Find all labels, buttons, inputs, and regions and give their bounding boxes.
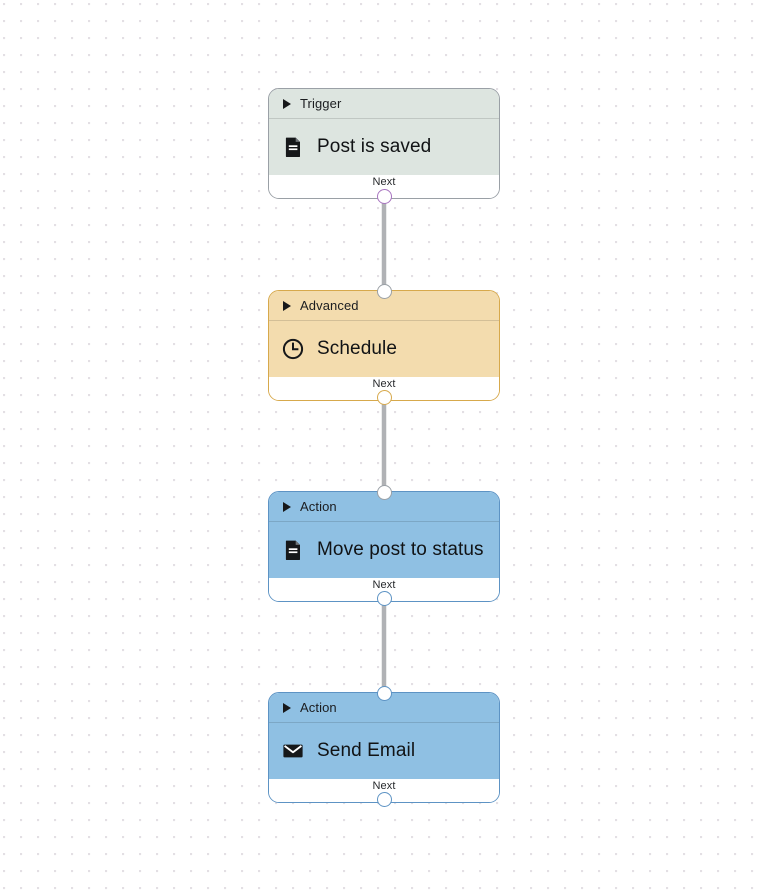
node-footer-advanced[interactable]: Next	[269, 377, 499, 400]
node-title: Move post to status	[317, 538, 484, 560]
clock-icon	[281, 337, 305, 361]
output-port-trigger[interactable]	[376, 188, 392, 204]
node-body-advanced[interactable]: Schedule	[269, 321, 499, 377]
node-footer-action-send-email[interactable]: Next	[269, 779, 499, 802]
node-category-label: Action	[300, 499, 337, 514]
input-port-action-move-post[interactable]	[376, 484, 392, 500]
node-next-label: Next	[372, 176, 396, 188]
envelope-icon	[281, 739, 305, 763]
input-port-advanced[interactable]	[376, 283, 392, 299]
disclosure-triangle-icon[interactable]	[283, 300, 291, 311]
output-port-action-send-email[interactable]	[376, 791, 392, 807]
node-footer-action-move-post[interactable]: Next	[269, 578, 499, 601]
node-category-label: Trigger	[300, 96, 342, 111]
workflow-node-trigger[interactable]: Trigger Post is saved Next	[268, 88, 500, 199]
node-title: Send Email	[317, 739, 416, 761]
input-port-action-send-email[interactable]	[376, 685, 392, 701]
node-title: Post is saved	[317, 135, 432, 157]
disclosure-triangle-icon[interactable]	[283, 501, 291, 512]
node-next-label: Next	[372, 378, 396, 390]
node-footer-trigger[interactable]: Next	[269, 175, 499, 198]
workflow-node-action-send-email[interactable]: Action Send Email Next	[268, 692, 500, 803]
node-body-action-send-email[interactable]: Send Email	[269, 723, 499, 779]
workflow-node-action-move-post[interactable]: Action Move post to status Next	[268, 491, 500, 602]
disclosure-triangle-icon[interactable]	[283, 98, 291, 109]
output-port-action-move-post[interactable]	[376, 590, 392, 606]
output-port-advanced[interactable]	[376, 389, 392, 405]
node-next-label: Next	[372, 579, 396, 591]
node-category-label: Advanced	[300, 298, 359, 313]
node-title: Schedule	[317, 337, 398, 359]
workflow-node-advanced[interactable]: Advanced Schedule Next	[268, 290, 500, 401]
document-icon	[281, 135, 305, 159]
node-category-label: Action	[300, 700, 337, 715]
document-icon	[281, 538, 305, 562]
node-next-label: Next	[372, 780, 396, 792]
disclosure-triangle-icon[interactable]	[283, 702, 291, 713]
node-header-action-send-email[interactable]: Action	[269, 693, 499, 723]
node-header-trigger[interactable]: Trigger	[269, 89, 499, 119]
node-body-trigger[interactable]: Post is saved	[269, 119, 499, 175]
node-body-action-move-post[interactable]: Move post to status	[269, 522, 499, 578]
